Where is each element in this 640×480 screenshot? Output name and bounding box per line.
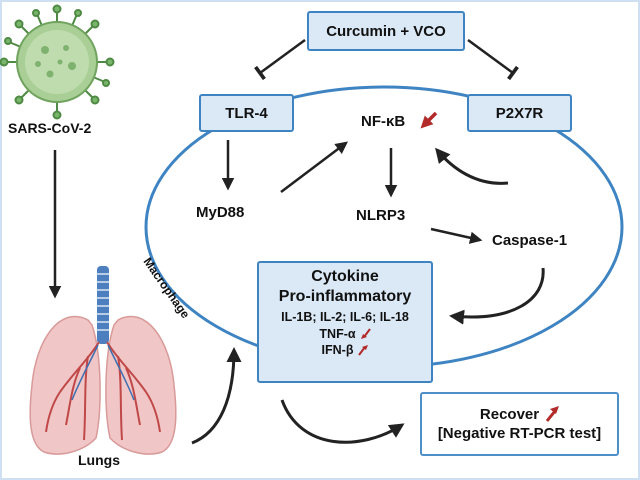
caspase1-label: Caspase-1 <box>492 232 568 249</box>
virus-label: SARS-CoV-2 <box>8 120 92 136</box>
lungs-label: Lungs <box>78 452 120 468</box>
ifn-row: IFN-β <box>322 342 369 358</box>
ifn-label: IFN-β <box>321 343 354 357</box>
virus-icon <box>0 4 115 120</box>
cytokine-title: Cytokine <box>311 268 379 285</box>
lungs-icon <box>29 266 177 455</box>
arrow-lungs-to-macrophage <box>191 347 242 445</box>
interleukin-list: IL-1B; IL-2; IL-6; IL-18 <box>281 310 409 324</box>
inhibit-p2x7r <box>467 38 519 81</box>
inhibit-tlr4 <box>254 38 306 81</box>
red-up-arrow-icon <box>545 406 560 422</box>
myd88-label: MyD88 <box>196 204 245 221</box>
p2x7r-box: P2X7R <box>467 94 572 132</box>
recover-box: Recover [Negative RT-PCR test] <box>420 392 619 456</box>
red-down-arrow-icon <box>420 111 438 129</box>
red-down-arrow-icon <box>360 328 371 339</box>
curcumin-vco-box: Curcumin + VCO <box>307 11 465 51</box>
arrow-p2x7r-to-nfkb <box>435 147 509 185</box>
nlrp3-label: NLRP3 <box>356 207 406 224</box>
cytokine-subtitle: Pro-inflammatory <box>278 288 412 305</box>
tlr4-box: TLR-4 <box>199 94 294 132</box>
recover-title-row: Recover <box>479 405 560 424</box>
rt-pcr-label: [Negative RT-PCR test] <box>437 424 602 442</box>
recover-title: Recover <box>479 405 540 423</box>
tnf-label: TNF-α <box>319 327 356 341</box>
arrow-myd88-to-nfkb <box>280 141 348 193</box>
arrow-cytokine-to-recover <box>280 399 405 444</box>
arrow-caspase-to-cytokine <box>449 267 545 325</box>
cytokine-box: Cytokine Pro-inflammatory IL-1B; IL-2; I… <box>257 261 433 383</box>
red-up-arrow-icon <box>358 345 369 356</box>
nfkb-label: NF-κB <box>361 113 406 130</box>
arrow-nlrp3-to-caspase <box>430 227 483 244</box>
tnf-row: TNF-α <box>319 326 371 342</box>
